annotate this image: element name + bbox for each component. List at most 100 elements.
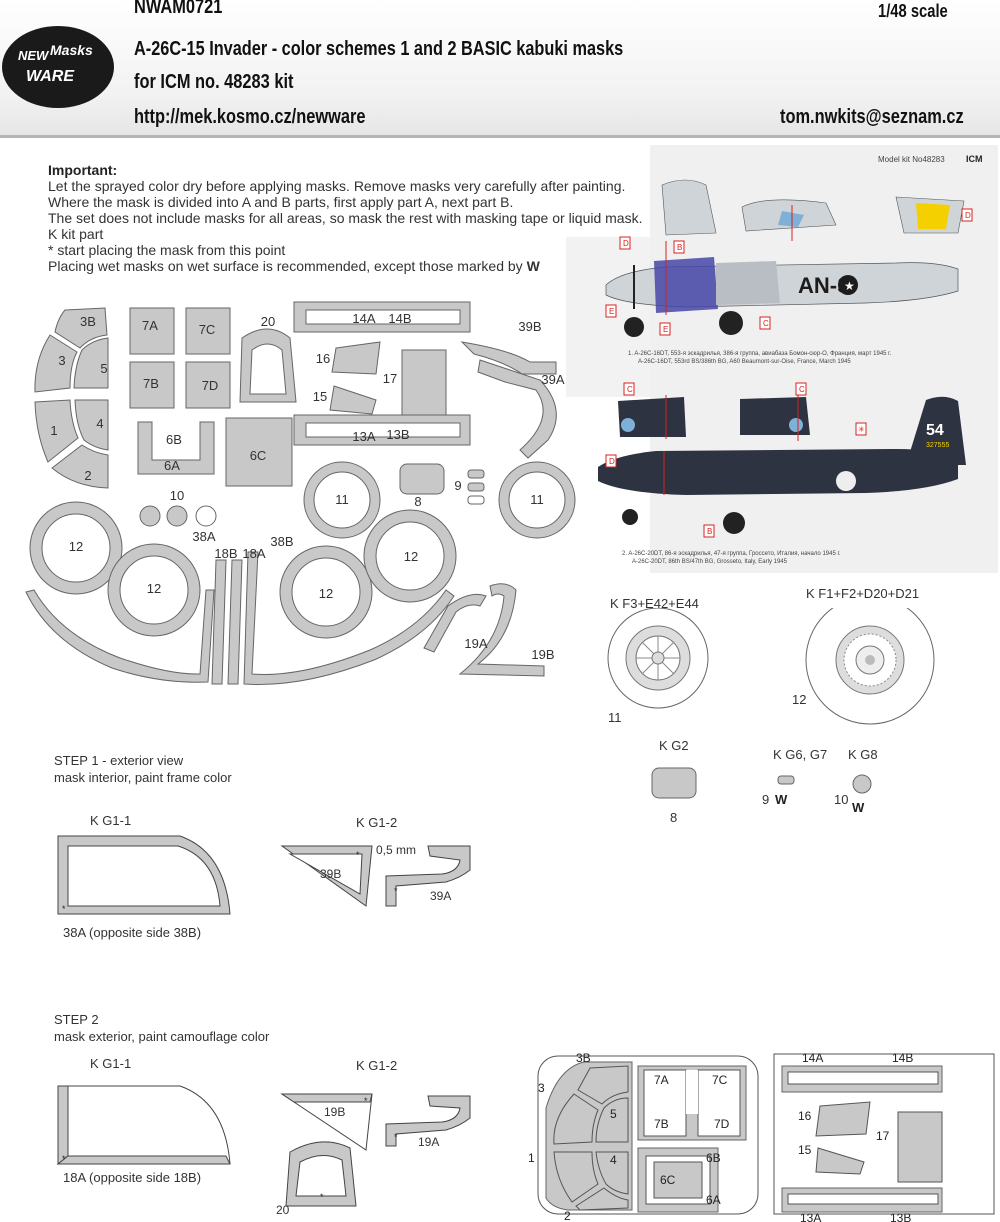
email-link[interactable]: tom.nwkits@seznam.cz (780, 106, 964, 128)
svg-text:*: * (356, 850, 360, 860)
color-scheme-panel: Model kit No48283 ICM AN-S ★ 1. A-26C-16… (566, 145, 998, 573)
assembly-panels-diagram: 14A 14B 16 17 15 13A 13B (773, 1051, 995, 1222)
step2-18a-caption: 18A (opposite side 18B) (63, 1170, 202, 1185)
instruction-line: Let the sprayed color dry before applyin… (48, 178, 626, 194)
label-7a: 7A (142, 318, 158, 333)
wet-symbol-icon: W (526, 258, 540, 274)
step1-g11-caption: K G1-1 (90, 813, 132, 828)
svg-text:D: D (623, 239, 629, 248)
part-9-mask (777, 775, 795, 785)
part-9-wet-icon: W (775, 792, 788, 807)
aircraft-2-code: 54 (926, 422, 944, 439)
step1-title: STEP 1 - exterior view (54, 753, 184, 768)
mask-3 (34, 334, 78, 393)
scale-label: 1/48 scale (878, 1, 948, 21)
mask-4 (74, 399, 109, 451)
part-8-number: 8 (670, 810, 677, 825)
part-10-mask (852, 774, 872, 794)
label-7b: 7B (143, 376, 159, 391)
caption-2-en: A-26C-20DT, 86th BS/47th BG, Grosseto, I… (632, 559, 788, 565)
g8-caption: K G8 (848, 747, 878, 762)
svg-text:*: * (394, 886, 398, 896)
mask-7a (129, 307, 175, 355)
asm-7c: 7C (712, 1073, 728, 1087)
instruction-line: The set does not include masks for all a… (48, 210, 643, 226)
small-parts: 8 9 W 10 W (651, 767, 872, 825)
asm-6a: 6A (706, 1193, 721, 1207)
label-13a: 13A (352, 429, 375, 444)
asm-13a: 13A (800, 1211, 821, 1222)
label-39a: 39A (541, 372, 564, 387)
part-9-number: 9 (762, 792, 769, 807)
label-11-right: 11 (530, 492, 544, 507)
mask-38b (243, 551, 455, 685)
caption-1-ru: 1. A-26C-16DT, 553-я эскадрилья, 386-я г… (628, 351, 892, 357)
asm-4: 4 (610, 1153, 617, 1167)
svg-text:*: * (62, 1154, 66, 1164)
label-5: 5 (100, 361, 107, 376)
step2-title: STEP 2 (54, 1012, 99, 1027)
asm-16: 16 (798, 1109, 812, 1123)
mask-3b (54, 307, 108, 349)
instruction-line: K kit part (48, 226, 104, 242)
aircraft-2-serial: 327555 (926, 442, 949, 449)
step1-heading: STEP 1 - exterior view mask interior, pa… (54, 752, 232, 786)
product-code: NWAM0721 (134, 0, 223, 18)
label-38b: 38B (270, 534, 293, 549)
step1-subtitle: mask interior, paint frame color (54, 770, 232, 785)
svg-text:C: C (799, 385, 805, 394)
instruction-line: * start placing the mask from this point (48, 242, 286, 258)
label-19a: 19A (464, 636, 487, 651)
mask-17 (401, 349, 447, 427)
asm-7d: 7D (714, 1117, 730, 1131)
title-line-1: A-26C-15 Invader - color schemes 1 and 2… (134, 38, 624, 60)
label-6a: 6A (164, 458, 180, 473)
svg-text:*: * (364, 1096, 368, 1106)
new-ware-logo: NEW Masks WARE (2, 26, 114, 108)
svg-text:C: C (627, 385, 633, 394)
label-1: 1 (50, 423, 57, 438)
label-10: 10 (170, 488, 184, 503)
mask-15 (329, 385, 377, 415)
label-7c: 7C (199, 322, 216, 337)
label-4: 4 (96, 416, 103, 431)
mask-1 (34, 399, 79, 463)
asm-3b: 3B (576, 1051, 591, 1065)
svg-text:B: B (677, 243, 682, 252)
part-10-number: 10 (834, 792, 848, 807)
logo-masks-text: Masks (50, 42, 93, 58)
assembly-cockpit-diagram: 3B 3 5 1 4 2 7A 7C 7B 7D 6B 6C 6A (528, 1051, 759, 1222)
mask-2 (51, 444, 109, 489)
asm-1: 1 (528, 1151, 535, 1165)
step1-gap-note: 0,5 mm (376, 843, 416, 857)
wheel-diagrams: 11 12 (607, 608, 935, 725)
label-7d: 7D (202, 378, 219, 393)
kit-number-label: Model kit No48283 (878, 155, 945, 164)
asm-7a: 7A (654, 1073, 669, 1087)
label-16: 16 (316, 351, 330, 366)
mask-7d (185, 361, 231, 409)
label-38a: 38A (192, 529, 215, 544)
label-11-left: 11 (335, 492, 349, 507)
instruction-line: Where the mask is divided into A and B p… (48, 194, 514, 210)
g2-caption: K G2 (659, 738, 689, 753)
label-8: 8 (414, 494, 421, 509)
aircraft-2-fuselage (598, 449, 958, 495)
label-14b: 14B (388, 311, 411, 326)
label-3b: 3B (80, 314, 96, 329)
step1-38a-caption: 38A (opposite side 38B) (63, 925, 202, 940)
wheel-11-number: 11 (608, 710, 622, 725)
mask-16 (331, 341, 381, 375)
mask-10 (166, 505, 188, 527)
step1-39a-label: 39A (430, 889, 451, 903)
step2-19b-label: 19B (324, 1105, 345, 1119)
svg-text:B: B (707, 527, 712, 536)
label-19b: 19B (531, 647, 554, 662)
step2-diagram: * * 19B * 19A * 20 (56, 1085, 471, 1217)
website-link[interactable]: http://mek.kosmo.cz/newware (134, 106, 366, 128)
label-12-b: 12 (147, 581, 161, 596)
mask-7c (185, 307, 231, 355)
mask-18b (211, 559, 227, 685)
g12-39a-frame (385, 845, 471, 907)
label-15: 15 (313, 389, 327, 404)
